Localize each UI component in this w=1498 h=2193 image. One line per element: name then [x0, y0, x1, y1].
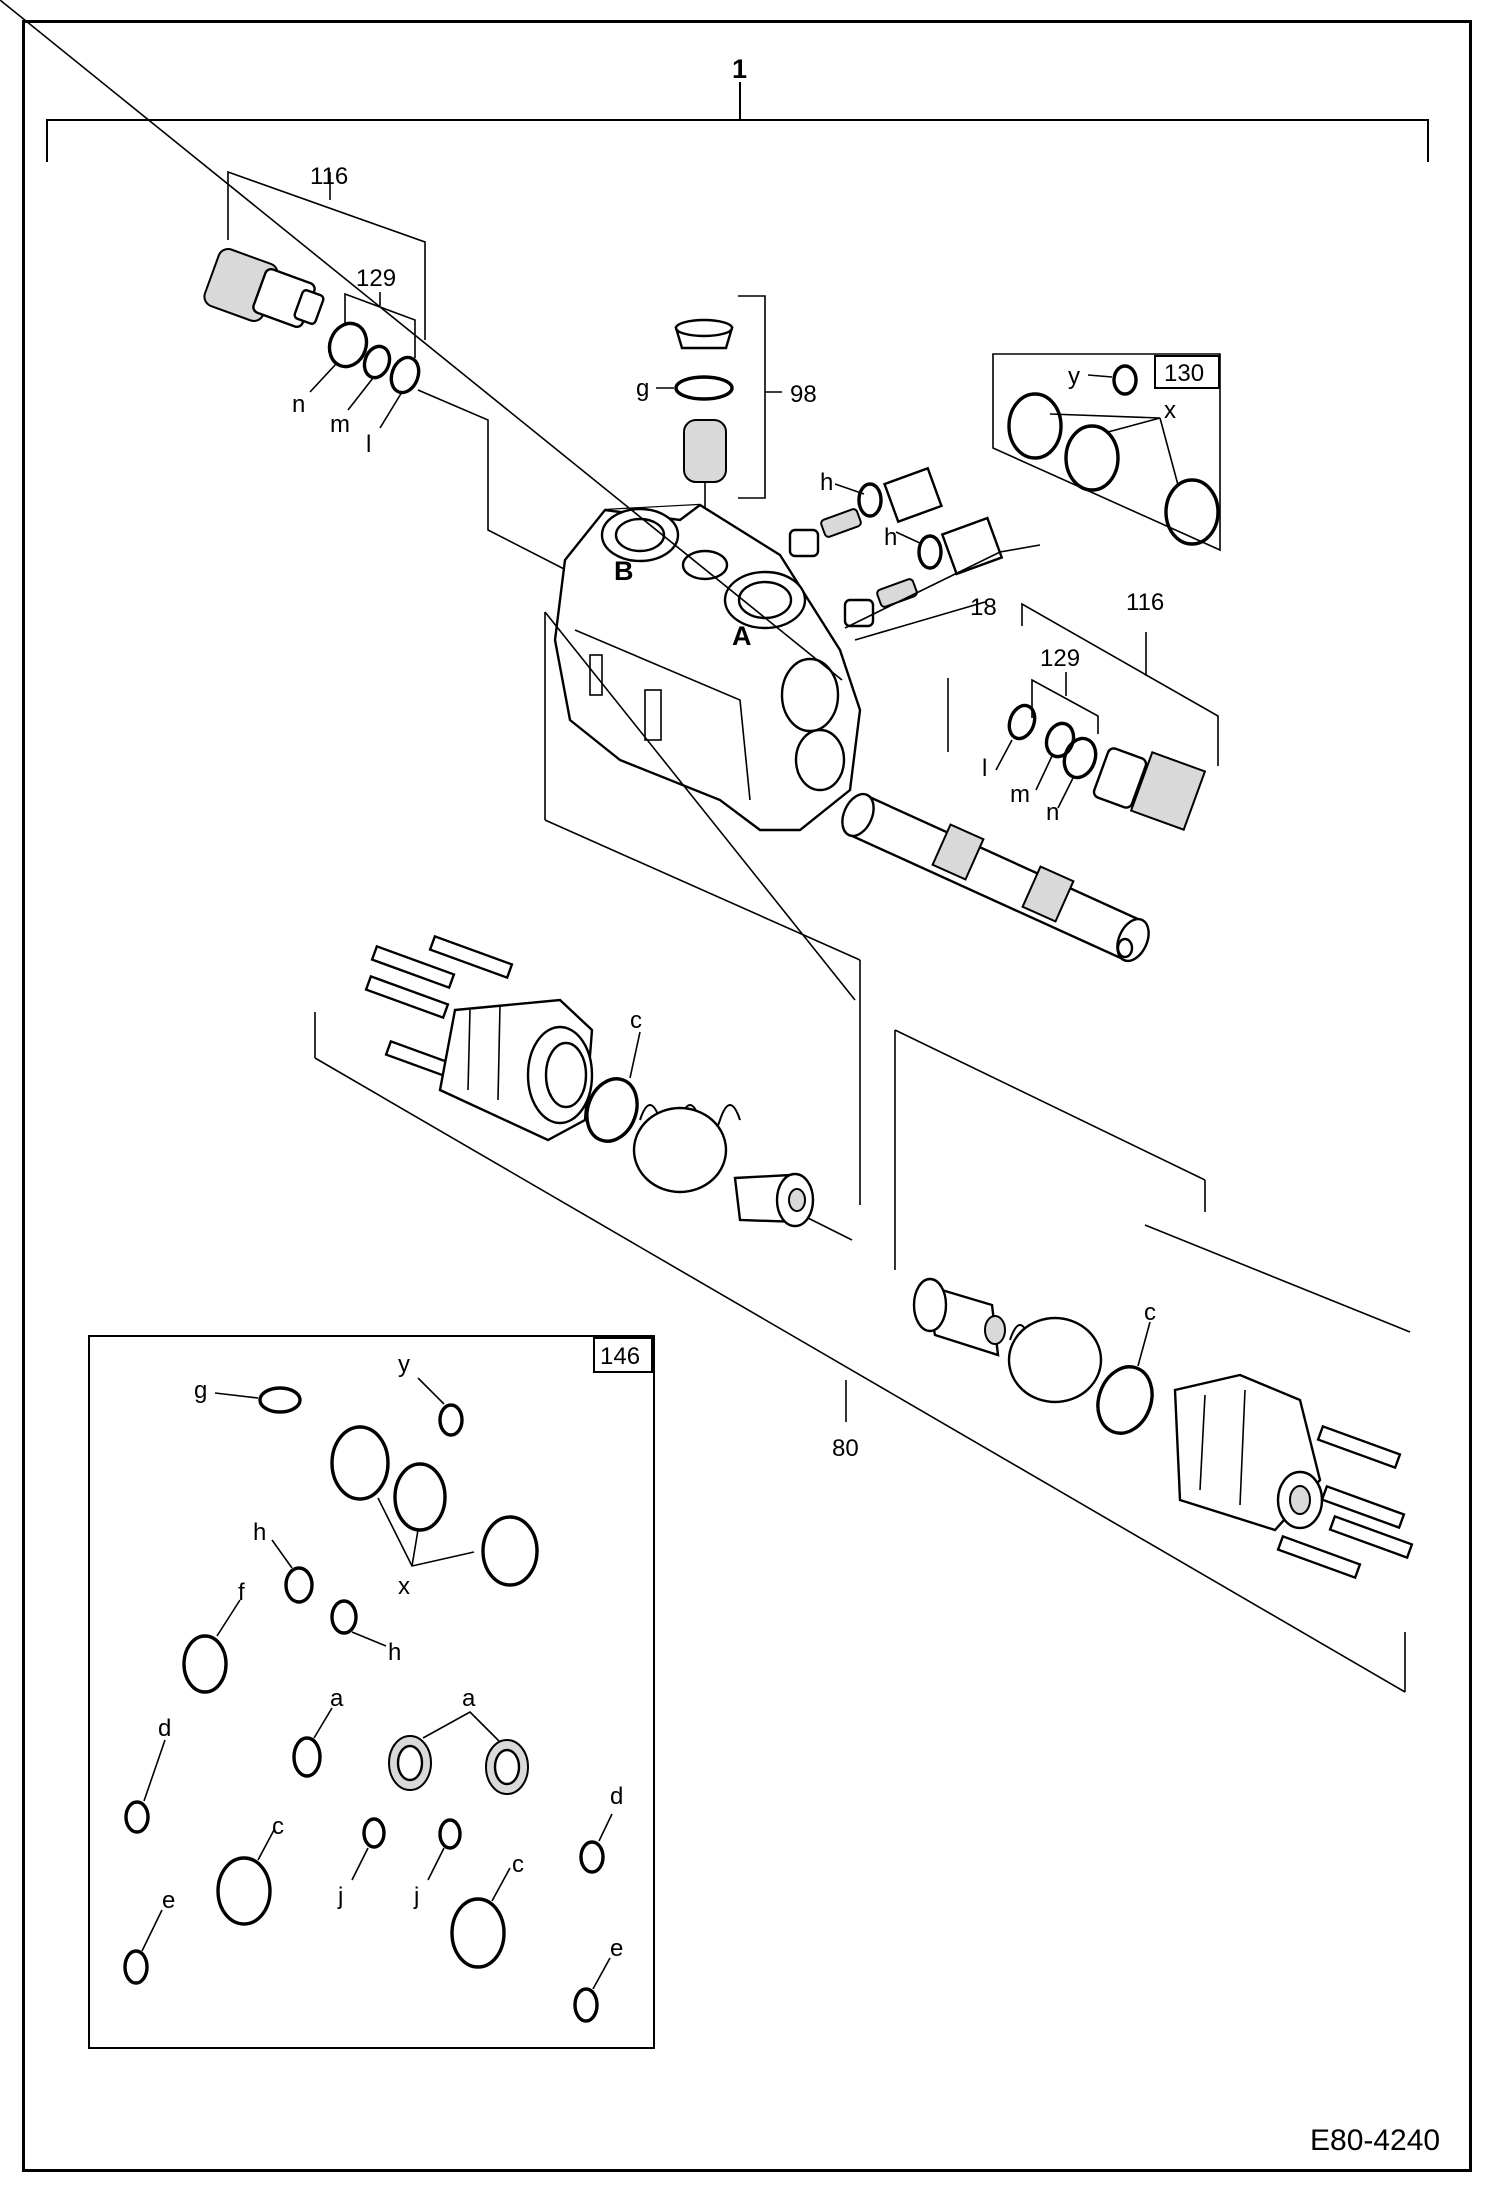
letter-m-lower: m — [1010, 781, 1030, 808]
kit-130-box — [992, 353, 1221, 552]
drawing-code: E80-4240 — [1310, 2124, 1440, 2157]
seal-letter-e-2: e — [610, 1935, 623, 1962]
seal-letter-a-1: a — [330, 1685, 344, 1712]
relief-upper-kit-label: 129 — [356, 265, 396, 292]
letter-h-2: h — [884, 524, 897, 551]
valve-body — [553, 503, 862, 832]
relief-lower-label: 116 — [1126, 589, 1164, 616]
letter-n-lower: n — [1046, 799, 1059, 826]
seal-letter-g: g — [194, 1377, 207, 1404]
assembly-bracket — [46, 82, 1429, 162]
port-b-label: B — [614, 556, 634, 586]
check-group-label: 18 — [970, 594, 997, 621]
letter-c-left: c — [630, 1007, 642, 1034]
spool — [841, 792, 1150, 963]
kit-130-label: 130 — [1164, 360, 1204, 387]
seal-letter-h-2: h — [388, 1639, 401, 1666]
assembly-label: 1 — [732, 54, 747, 84]
relief-upper-label: 116 — [310, 163, 348, 190]
letter-m: m — [330, 411, 350, 438]
letter-c-right: c — [1144, 1299, 1156, 1326]
seal-letter-e-1: e — [162, 1887, 175, 1914]
seal-letter-c-2: c — [512, 1851, 524, 1878]
plug-group-label: 98 — [790, 381, 817, 408]
letter-x: x — [1164, 397, 1176, 424]
relief-lower-kit-label: 129 — [1040, 645, 1080, 672]
seal-letter-d-2: d — [610, 1783, 623, 1810]
port-a-label: A — [732, 621, 752, 651]
relief-valve-upper — [203, 170, 571, 573]
letter-h-1: h — [820, 469, 833, 496]
check-valve-group — [788, 466, 1041, 641]
letter-g: g — [636, 375, 649, 402]
letter-l: l — [366, 431, 371, 458]
seal-letter-d-1: d — [158, 1715, 171, 1742]
seal-letter-h-1: h — [253, 1519, 266, 1546]
seal-letter-j-1: j — [337, 1883, 343, 1910]
seal-letter-f: f — [238, 1579, 245, 1606]
spool-group-label: 80 — [832, 1435, 859, 1462]
seal-letter-a-2: a — [462, 1685, 476, 1712]
seal-kit-label: 146 — [600, 1343, 640, 1370]
seal-letter-j-2: j — [413, 1883, 419, 1910]
plug-group — [656, 295, 782, 560]
letter-y: y — [1068, 363, 1080, 390]
letter-l-lower: l — [982, 755, 987, 782]
seal-letter-y: y — [398, 1351, 410, 1378]
seal-letter-x: x — [398, 1573, 410, 1600]
cap-left — [314, 611, 1411, 1693]
seal-kit-box — [88, 1335, 655, 2049]
drawing-frame — [22, 20, 1472, 2172]
cap-right — [912, 1277, 1414, 1580]
relief-valve-lower — [0, 0, 1219, 831]
seal-letter-c-1: c — [272, 1813, 284, 1840]
letter-n: n — [292, 391, 305, 418]
